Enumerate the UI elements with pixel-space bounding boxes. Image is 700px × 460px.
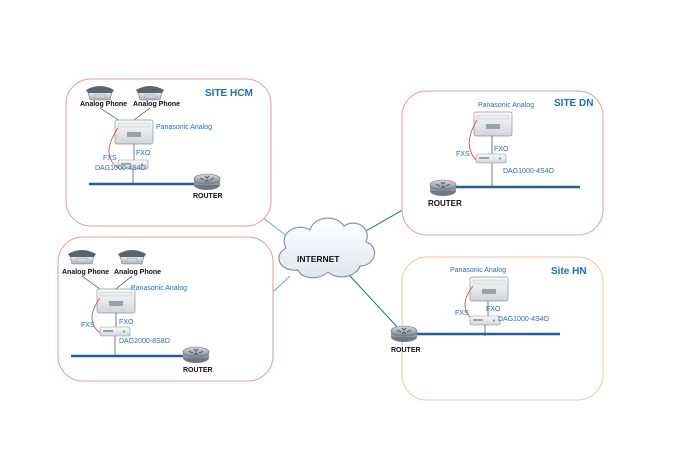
site-hcm-group: SITE HCM Analog Phone Analog Phone Panas… [65, 78, 272, 227]
gateway-label: DAG1000-4S4O [503, 168, 555, 175]
internet-label: INTERNET [297, 254, 340, 264]
site-hcm-title: SITE HCM [205, 88, 253, 99]
router-label: ROUTER [183, 367, 213, 374]
fxs-cable [108, 127, 119, 169]
site-bottom-left-boundary [57, 236, 274, 382]
fxo-label: FXO [486, 306, 501, 313]
analog-phone-icon [117, 249, 147, 265]
pbx-icon [96, 288, 136, 314]
site-dn-group: SITE DN Panasonic Analog FXS FXO DAG1000… [401, 90, 604, 236]
gateway-icon [99, 326, 131, 337]
gateway-label: DAG1000-4S4O [95, 165, 147, 172]
analog-phone-icon [85, 85, 115, 101]
pbx-icon [473, 111, 513, 137]
fxo-label: FXO [494, 146, 509, 153]
router-label: ROUTER [193, 193, 223, 200]
fxs-cable [468, 119, 478, 161]
fxo-label: FXO [136, 150, 151, 157]
router-label: ROUTER [428, 199, 462, 208]
fxs-cable [464, 285, 474, 319]
fxs-label: FXS [103, 155, 117, 162]
analog-phone-icon [135, 85, 165, 101]
analog-phone-label: Analog Phone [133, 101, 180, 108]
gateway-label: DAG1000-4S4O [498, 316, 550, 323]
fxs-label: FXS [456, 151, 470, 158]
analog-phone-label: Analog Phone [62, 269, 109, 276]
pbx-icon [469, 276, 509, 302]
internet-cloud-icon: INTERNET [278, 217, 376, 279]
gateway-icon [469, 315, 501, 326]
site-bottom-left-group: Analog Phone Analog Phone Panasonic Anal… [57, 236, 274, 382]
analog-phone-label: Analog Phone [114, 269, 161, 276]
site-dn-title: SITE DN [554, 98, 593, 109]
gateway-icon [475, 153, 507, 164]
gateway-label: DAG2000-8S8O [119, 338, 171, 345]
fxs-cable [91, 297, 101, 334]
pbx-label: Panasonic Analog [131, 285, 187, 292]
router-icon [182, 346, 210, 364]
pbx-label: Panasonic Analog [156, 124, 212, 131]
site-hcm-boundary [65, 78, 272, 227]
pbx-icon [114, 119, 154, 145]
pbx-label: Panasonic Analog [450, 267, 506, 274]
router-icon [429, 179, 457, 197]
site-hn-group: Site HN Panasonic Analog FXS FXO DAG1000… [390, 256, 604, 401]
router-label: ROUTER [391, 347, 421, 354]
pbx-label: Panasonic Analog [478, 102, 534, 109]
analog-phone-icon [67, 249, 97, 265]
analog-phone-label: Analog Phone [80, 101, 127, 108]
router-icon [193, 173, 221, 191]
fxo-label: FXO [119, 319, 134, 326]
wan-link-hn [349, 275, 401, 331]
fxs-label: FXS [81, 322, 95, 329]
fxs-label: FXS [455, 310, 469, 317]
site-hn-title: Site HN [551, 266, 587, 277]
router-icon [390, 325, 418, 343]
